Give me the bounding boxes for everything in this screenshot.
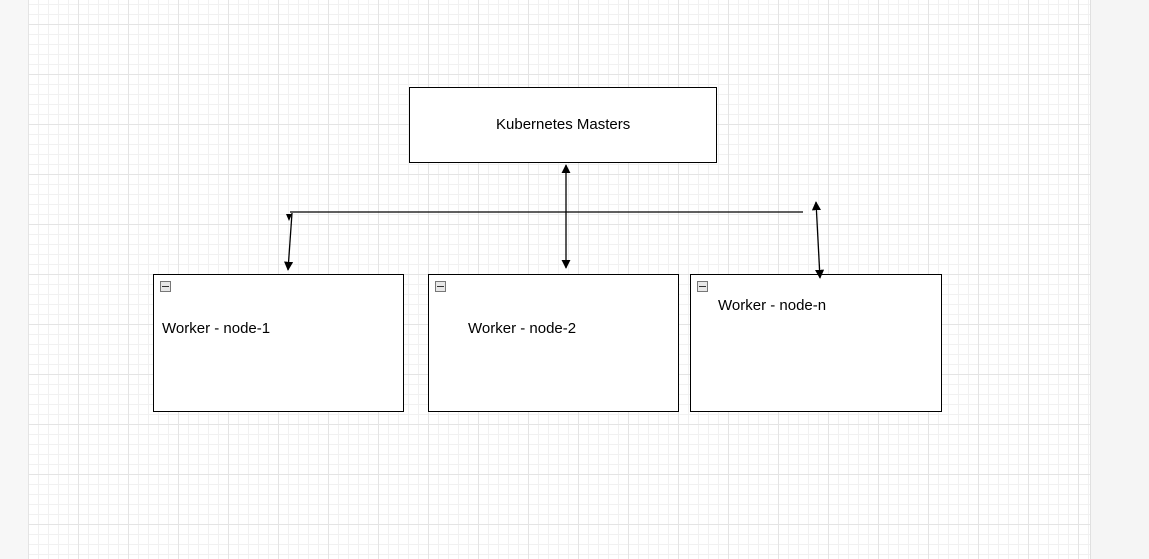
right-gutter (1091, 0, 1149, 559)
connector-node-n[interactable] (811, 201, 825, 279)
left-gutter (0, 0, 28, 559)
worker-node-2-label: Worker - node-2 (468, 320, 577, 337)
kubernetes-masters-box[interactable]: Kubernetes Masters (409, 87, 717, 163)
worker-node-1-box[interactable]: Worker - node-1 (153, 274, 404, 412)
worker-node-1-label: Worker - node-1 (162, 320, 271, 337)
collapse-icon[interactable] (697, 281, 708, 292)
worker-node-2-box[interactable]: Worker - node-2 (428, 274, 679, 412)
kubernetes-masters-label: Kubernetes Masters (496, 116, 631, 133)
worker-node-n-box[interactable]: Worker - node-n (690, 274, 942, 412)
collapse-icon[interactable] (435, 281, 446, 292)
arrowhead-small-icon (286, 214, 292, 221)
collapse-icon[interactable] (160, 281, 171, 292)
worker-node-n-label: Worker - node-n (718, 297, 827, 314)
connector-bus-to-node-1[interactable] (284, 212, 294, 271)
